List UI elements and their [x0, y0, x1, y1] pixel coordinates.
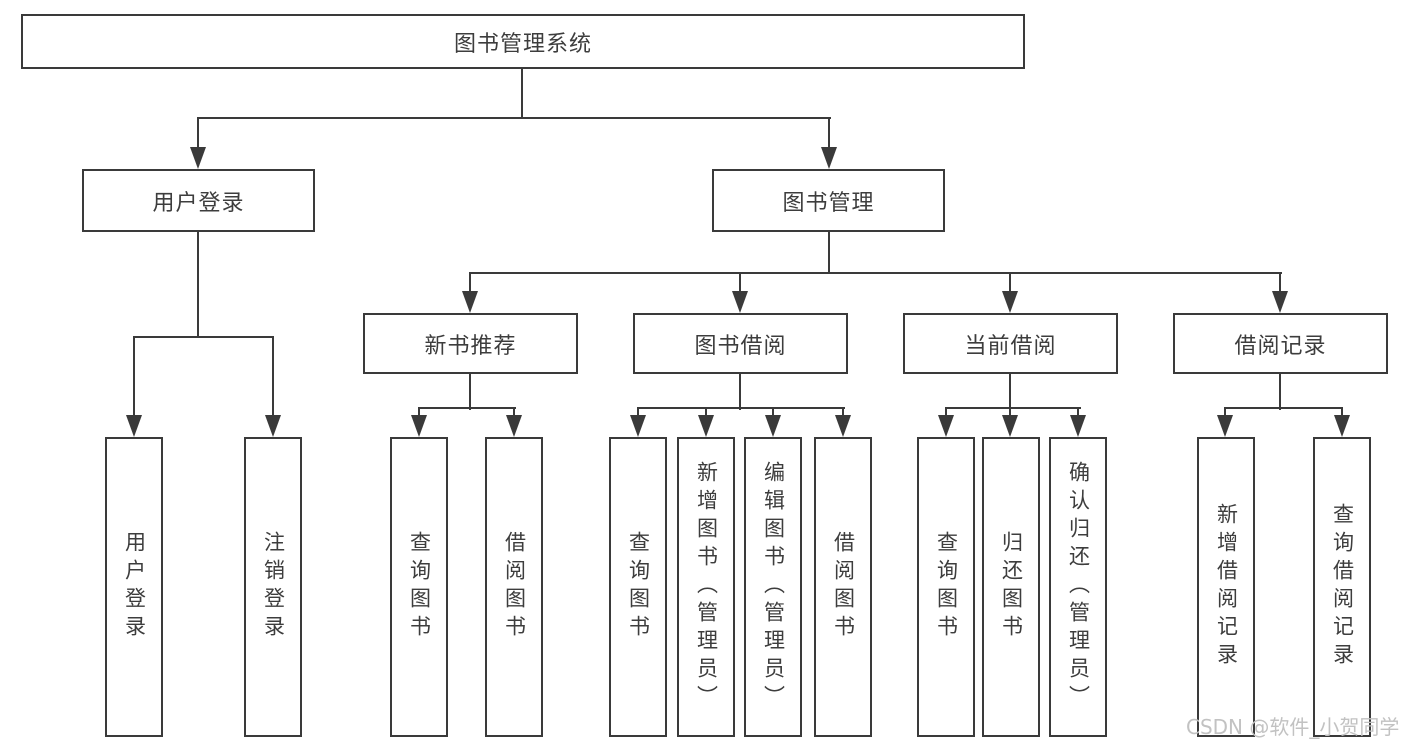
node-current-borrowing: 当前借阅: [903, 313, 1118, 374]
leaf-edit-book-admin: 编辑图书（管理员）: [744, 437, 802, 737]
node-label: 图书管理系统: [453, 31, 592, 57]
connector-line: [1279, 374, 1281, 410]
leaf-label: 新增图书（管理员）: [694, 461, 719, 713]
leaf-label: 用户登录: [122, 531, 147, 643]
arrow-down: [1334, 415, 1350, 437]
connector-line: [197, 232, 199, 338]
leaf-borrow-books-borrowing: 借阅图书: [814, 437, 872, 737]
leaf-user-login: 用户登录: [105, 437, 163, 737]
connector-line: [133, 336, 274, 338]
connector-line: [1009, 407, 1011, 419]
connector-line: [1224, 407, 1226, 419]
connector-line: [828, 117, 830, 149]
connector-line: [1009, 374, 1011, 410]
connector-line: [418, 407, 420, 419]
leaf-label: 借阅图书: [502, 531, 527, 643]
arrow-down: [1217, 415, 1233, 437]
node-label: 新书推荐: [424, 333, 517, 359]
arrow-down: [506, 415, 522, 437]
connector-line: [469, 374, 471, 410]
leaf-label: 借阅图书: [831, 531, 856, 643]
arrow-down: [126, 415, 142, 437]
connector-line: [705, 407, 707, 419]
node-user-login: 用户登录: [82, 169, 315, 232]
arrow-down: [1070, 415, 1086, 437]
connector-line: [513, 407, 515, 419]
arrow-down: [938, 415, 954, 437]
connector-line: [772, 407, 774, 419]
arrow-down: [190, 147, 206, 169]
leaf-query-books-borrowing: 查询图书: [609, 437, 667, 737]
leaf-label: 归还图书: [999, 531, 1024, 643]
connector-line: [418, 407, 516, 409]
connector-line: [521, 69, 523, 118]
arrow-down: [1002, 415, 1018, 437]
connector-line: [739, 374, 741, 410]
node-label: 用户登录: [152, 190, 245, 216]
connector-line: [945, 407, 947, 419]
arrow-down: [698, 415, 714, 437]
connector-line: [637, 407, 845, 409]
connector-line: [1279, 272, 1281, 293]
leaf-label: 查询图书: [407, 531, 432, 643]
leaf-label: 查询图书: [934, 531, 959, 643]
node-label: 图书借阅: [694, 333, 787, 359]
arrow-down: [732, 291, 748, 313]
connector-line: [842, 407, 844, 419]
leaf-add-borrow-record: 新增借阅记录: [1197, 437, 1255, 737]
leaf-label: 查询图书: [626, 531, 651, 643]
leaf-query-books-current: 查询图书: [917, 437, 975, 737]
connector-line: [133, 336, 135, 417]
connector-line: [1009, 272, 1011, 293]
connector-line: [1077, 407, 1079, 419]
leaf-label: 查询借阅记录: [1330, 503, 1355, 671]
arrow-down: [630, 415, 646, 437]
connector-line: [637, 407, 639, 419]
connector-line: [469, 272, 471, 293]
connector-line: [1341, 407, 1343, 419]
node-book-borrowing: 图书借阅: [633, 313, 848, 374]
arrow-down: [1272, 291, 1288, 313]
leaf-return-books: 归还图书: [982, 437, 1040, 737]
node-book-management: 图书管理: [712, 169, 945, 232]
arrow-down: [835, 415, 851, 437]
connector-line: [197, 117, 831, 119]
node-label: 当前借阅: [964, 333, 1057, 359]
arrow-down: [462, 291, 478, 313]
connector-line: [739, 272, 741, 293]
connector-line: [1224, 407, 1343, 409]
leaf-label: 编辑图书（管理员）: [761, 461, 786, 713]
node-new-book-recommendation: 新书推荐: [363, 313, 578, 374]
arrow-down: [265, 415, 281, 437]
leaf-label: 注销登录: [261, 531, 286, 643]
arrow-down: [411, 415, 427, 437]
node-borrowing-records: 借阅记录: [1173, 313, 1388, 374]
connector-line: [469, 272, 1282, 274]
connector-line: [197, 117, 199, 149]
arrow-down: [1002, 291, 1018, 313]
leaf-add-book-admin: 新增图书（管理员）: [677, 437, 735, 737]
connector-line: [945, 407, 1081, 409]
connector-line: [272, 336, 274, 417]
node-label: 借阅记录: [1234, 333, 1327, 359]
watermark: CSDN @软件_小贺同学: [1186, 715, 1400, 739]
node-library-management-system: 图书管理系统: [21, 14, 1025, 69]
connector-line: [828, 232, 830, 274]
leaf-label: 确认归还（管理员）: [1066, 461, 1091, 713]
leaf-borrow-books-recommend: 借阅图书: [485, 437, 543, 737]
leaf-logout: 注销登录: [244, 437, 302, 737]
node-label: 图书管理: [782, 190, 875, 216]
leaf-confirm-return-admin: 确认归还（管理员）: [1049, 437, 1107, 737]
arrow-down: [821, 147, 837, 169]
leaf-label: 新增借阅记录: [1214, 503, 1239, 671]
leaf-query-borrow-record: 查询借阅记录: [1313, 437, 1371, 737]
arrow-down: [765, 415, 781, 437]
leaf-query-books-recommend: 查询图书: [390, 437, 448, 737]
